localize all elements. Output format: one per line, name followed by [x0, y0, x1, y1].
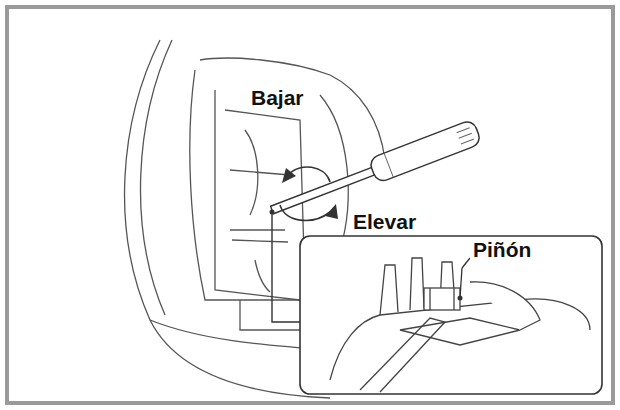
screwdriver: [267, 119, 482, 222]
part-label: Piñón: [470, 238, 534, 262]
frame: [7, 7, 613, 403]
leader-line: [272, 212, 300, 322]
direction-label: Bajar: [248, 86, 307, 110]
inset-box: [300, 236, 602, 394]
leader-dot: [270, 210, 275, 215]
arrowhead: [325, 204, 338, 219]
arrowhead: [282, 168, 296, 183]
leader-dot: [458, 296, 463, 301]
direction-label: Elevar: [350, 210, 419, 234]
rotation-arrows: [280, 167, 330, 221]
pinion-detail: [330, 258, 590, 392]
leader-line: [462, 258, 470, 268]
